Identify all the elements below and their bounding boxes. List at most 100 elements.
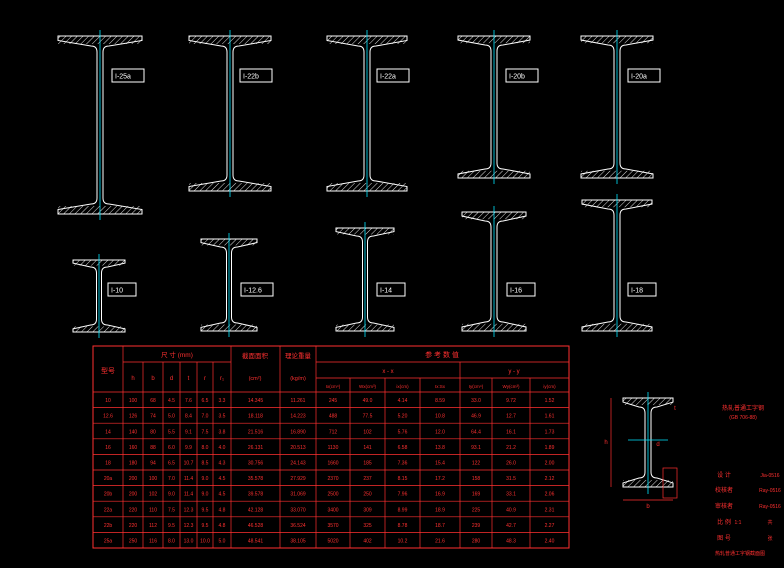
beam-label-box — [627, 68, 661, 83]
table-cell: 4.8 — [219, 523, 226, 529]
dim-bracket — [662, 467, 678, 499]
table-cell: 15.4 — [435, 461, 445, 467]
table-cell: 1.61 — [545, 414, 555, 420]
i-beam-section: I-20b — [457, 30, 539, 184]
header-xx: x - x — [382, 369, 393, 375]
table-cell: 8.15 — [398, 476, 408, 482]
beam-label: I-20b — [509, 74, 525, 81]
table-cell: 9.5 — [202, 523, 209, 529]
table-cell: 10.2 — [398, 539, 408, 545]
header-dims: 尺 寸 (mm) — [161, 350, 193, 359]
table-cell: 9.1 — [185, 429, 192, 435]
table-cell: 4.0 — [219, 445, 226, 451]
callout-subtitle: (GB 706-88) — [729, 415, 757, 421]
table-cell: 8.0 — [202, 445, 209, 451]
callout-title: 热轧普通工字钢 — [722, 404, 764, 412]
beam-label-box — [376, 282, 406, 297]
table-cell: 280 — [472, 539, 481, 545]
beam-label: I-12.6 — [244, 288, 262, 295]
yy-col-header: iy(cm) — [543, 384, 556, 389]
table-cell: 1660 — [327, 461, 338, 467]
table-cell: 237 — [363, 476, 372, 482]
table-cell: 8.78 — [398, 523, 408, 529]
table-cell: 48.541 — [248, 539, 264, 545]
beam-outline — [457, 35, 531, 179]
header-weight: 理论重量 — [285, 351, 312, 360]
table-cell: 4.5 — [219, 476, 226, 482]
table-cell: 40.9 — [506, 507, 516, 513]
table-cell: 110 — [149, 507, 157, 513]
table-cell: 94 — [150, 461, 156, 467]
table-cell: 220 — [129, 523, 138, 529]
table-cell: 12.0 — [435, 429, 445, 435]
table-cell: 1130 — [328, 445, 339, 451]
beam-outline — [72, 259, 126, 333]
xx-col-header: Ix(cm⁴) — [326, 384, 341, 389]
table-cell: 100 — [149, 476, 158, 482]
header-model: 型号 — [101, 366, 115, 375]
table-cell: 21.6 — [435, 539, 445, 545]
title-block-label: 图 号 — [717, 535, 731, 542]
beam-outline — [57, 35, 143, 215]
table-cell: 2500 — [327, 492, 338, 498]
table-cell: 18.118 — [248, 414, 263, 420]
table-cell: 39.578 — [248, 492, 264, 498]
beam-label: I-18 — [631, 288, 643, 295]
table-cell: 7.96 — [398, 492, 408, 498]
table-cell: 38.105 — [290, 539, 306, 545]
i-beam-section: I-20a — [580, 30, 661, 184]
table-cell: 7.0 — [168, 476, 175, 482]
table-cell: 3400 — [327, 507, 338, 513]
table-cell: 26.131 — [248, 445, 264, 451]
table-cell: 158 — [472, 476, 481, 482]
table-cell: 325 — [363, 523, 372, 529]
dim-col-header: t — [188, 376, 190, 382]
table-cell: 4.14 — [398, 398, 408, 404]
i-beam-section: I-22b — [188, 30, 273, 197]
table-cell: 22a — [104, 507, 113, 513]
table-cell: 1.52 — [545, 398, 555, 404]
table-cell: 3.8 — [219, 429, 226, 435]
table-cell: 16 — [105, 445, 111, 451]
yy-col-header: Wy(cm³) — [503, 384, 520, 389]
table-border — [92, 345, 570, 549]
table-cell: 8.0 — [168, 539, 175, 545]
table-cell: 1.89 — [545, 445, 555, 451]
table-cell: 18.7 — [435, 523, 445, 529]
i-beam-section: I-16 — [461, 206, 536, 337]
table-cell: 35.578 — [248, 476, 264, 482]
table-cell: 12.3 — [184, 507, 194, 513]
beam-label-box — [239, 68, 273, 83]
table-cell: 488 — [329, 414, 338, 420]
title-block-value: Ray-0516 — [759, 488, 781, 494]
table-cell: 185 — [363, 461, 372, 467]
dim-label-h: h — [604, 440, 607, 446]
xx-col-header: Wx(cm³) — [359, 384, 376, 389]
table-cell: 77.5 — [363, 414, 373, 420]
table-cell: 712 — [329, 429, 338, 435]
table-cell: 11.4 — [184, 476, 194, 482]
yy-col-header: Iy(cm⁴) — [469, 384, 484, 389]
table-cell: 7.0 — [202, 414, 209, 420]
header-yy: y - y — [508, 369, 519, 375]
table-cell: 2.31 — [545, 507, 555, 513]
dim-label-d: d — [656, 442, 659, 448]
table-cell: 20.513 — [290, 445, 306, 451]
table-cell: 250 — [129, 539, 138, 545]
header-area: 截面面积 — [242, 351, 269, 360]
table-cell: 31.5 — [506, 476, 516, 482]
beam-label: I-10 — [111, 288, 123, 295]
table-cell: 250 — [363, 492, 372, 498]
title-block-label: 比 例 — [717, 518, 731, 526]
table-cell: 12.6 — [103, 414, 113, 420]
beam-label-box — [627, 282, 657, 297]
table-cell: 10 — [105, 398, 111, 404]
title-block-value: Ray-0516 — [759, 504, 781, 510]
header-ref: 参 考 数 值 — [425, 350, 459, 359]
beam-label-box — [240, 282, 274, 297]
table-cell: 14 — [105, 429, 111, 435]
table-cell: 9.5 — [168, 523, 175, 529]
